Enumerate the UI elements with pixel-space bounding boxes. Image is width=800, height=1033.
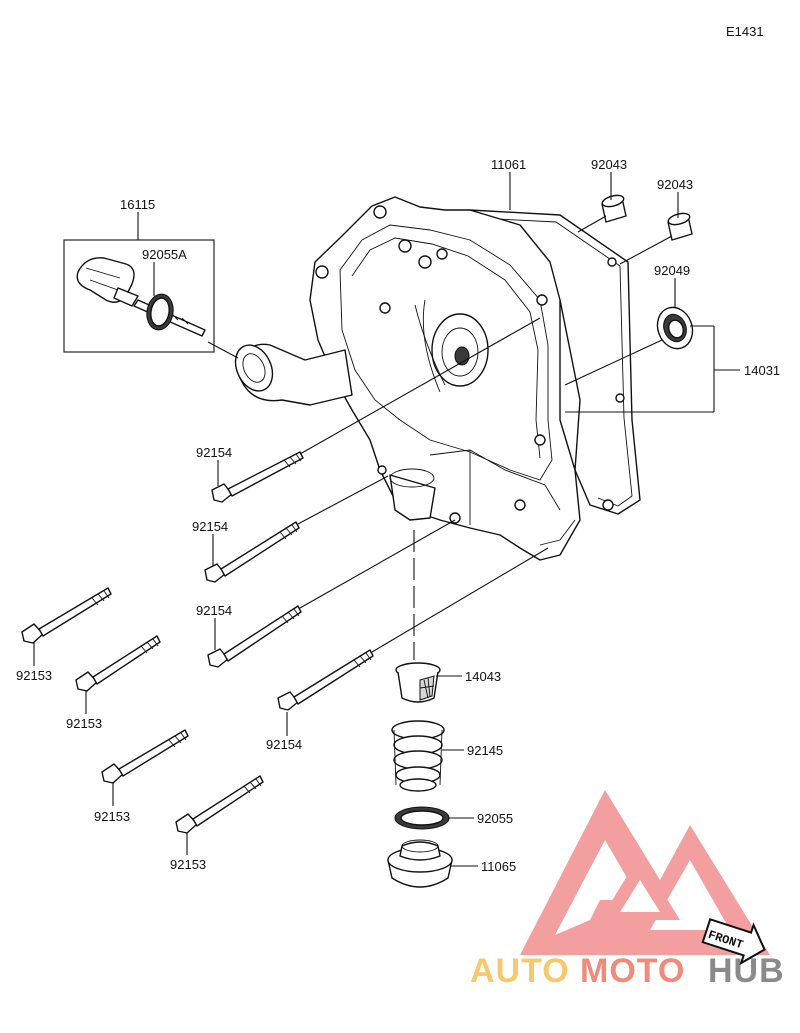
oil-filler-cap-16115 — [63, 239, 215, 353]
label-92154-a: 92154 — [196, 445, 232, 460]
label-92049: 92049 — [654, 263, 690, 278]
label-92145: 92145 — [467, 743, 503, 758]
oil-seal-92049 — [656, 306, 694, 350]
label-92043-a: 92043 — [591, 157, 627, 172]
watermark-moto: MOTO — [580, 952, 685, 990]
label-92043-b: 92043 — [657, 177, 693, 192]
bolt-92153-d — [175, 775, 264, 834]
watermark-logo — [520, 790, 770, 955]
dowel-pin-92043-b — [667, 212, 693, 241]
label-11065: 11065 — [481, 859, 516, 874]
label-92154-b: 92154 — [192, 519, 228, 534]
label-14031: 14031 — [744, 363, 780, 378]
watermark-text: AUTO MOTO HUB — [470, 952, 784, 990]
part-labels: 16115 92055A 11061 92043 92043 92049 140… — [16, 157, 780, 874]
diagram-code: E1431 — [726, 24, 764, 39]
label-92154-d: 92154 — [266, 737, 302, 752]
watermark-auto: AUTO — [470, 952, 570, 990]
label-16115: 16115 — [120, 197, 155, 212]
label-92055A: 92055A — [142, 247, 187, 262]
bolt-92153-c — [101, 729, 189, 784]
oil-strainer-14043 — [395, 662, 441, 703]
bolt-92153-b — [75, 635, 161, 692]
spring-92145 — [391, 720, 445, 792]
bolt-92154-d — [277, 649, 374, 711]
label-14043: 14043 — [465, 669, 501, 684]
label-92153-c: 92153 — [94, 809, 130, 824]
engine-cover-11061 — [234, 196, 641, 561]
bolt-92154-c — [207, 605, 302, 668]
label-92153-b: 92153 — [66, 716, 102, 731]
drain-plug-11065 — [387, 839, 453, 888]
dowel-pin-92043-a — [601, 194, 627, 223]
label-11061: 11061 — [491, 157, 526, 172]
leader-lines — [33, 172, 740, 867]
bolt-92153-a — [21, 587, 112, 644]
label-92055: 92055 — [477, 811, 513, 826]
o-ring-92055 — [394, 806, 450, 830]
bolt-92154-b — [204, 521, 300, 583]
bolt-92154-a — [211, 451, 304, 503]
label-92153-d: 92153 — [170, 857, 206, 872]
label-92154-c: 92154 — [196, 603, 232, 618]
label-92153-a: 92153 — [16, 668, 52, 683]
